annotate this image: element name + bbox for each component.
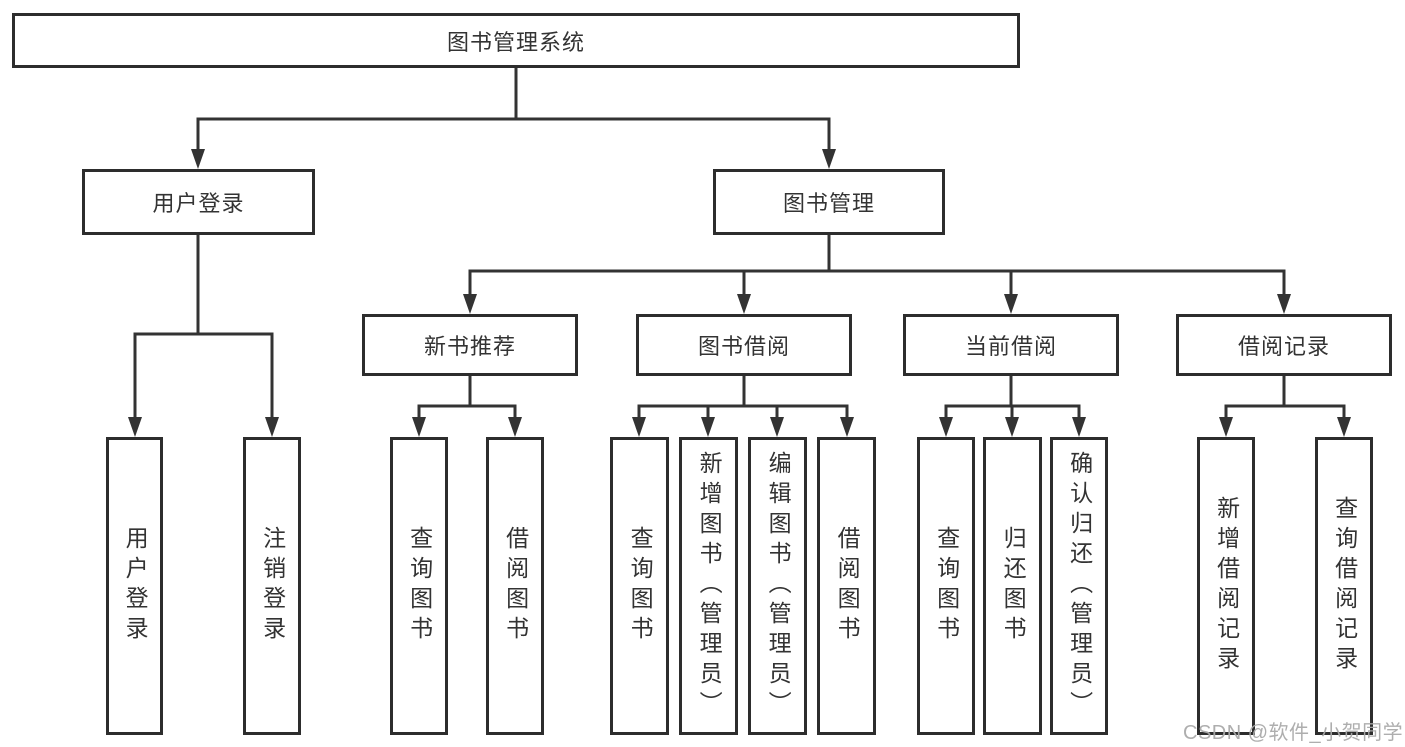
- leaf-current-confirm-return-admin: 确认归还（管理员）: [1050, 437, 1108, 735]
- leaf-borrowing-borrow-books: 借阅图书: [817, 437, 876, 735]
- leaf-recommend-query-books: 查询图书: [390, 437, 448, 735]
- node-new-book-recommend: 新书推荐: [362, 314, 578, 376]
- node-label: 图书借阅: [697, 334, 790, 359]
- leaf-label: 查询图书: [627, 526, 654, 646]
- arrowheads: [128, 149, 1351, 437]
- leaf-label: 确认归还（管理员）: [1066, 451, 1093, 721]
- leaf-label: 借阅图书: [834, 526, 861, 646]
- leaf-label: 查询图书: [406, 526, 433, 646]
- leaf-logout: 注销登录: [243, 437, 301, 735]
- node-current-borrowing: 当前借阅: [903, 314, 1119, 376]
- node-user-login: 用户登录: [82, 169, 315, 235]
- leaf-label: 编辑图书（管理员）: [765, 451, 792, 721]
- node-label: 新书推荐: [423, 334, 516, 359]
- leaf-recommend-borrow-books: 借阅图书: [486, 437, 544, 735]
- node-label: 图书管理系统: [446, 29, 585, 55]
- leaf-label: 借阅图书: [502, 526, 529, 646]
- leaf-records-add-record: 新增借阅记录: [1197, 437, 1255, 735]
- node-label: 借阅记录: [1237, 334, 1330, 359]
- node-label: 当前借阅: [964, 334, 1057, 359]
- leaf-borrowing-query-books: 查询图书: [610, 437, 669, 735]
- csdn-watermark: CSDN @软件_小贺同学: [1183, 722, 1404, 744]
- node-book-borrowing: 图书借阅: [636, 314, 852, 376]
- leaf-borrowing-edit-books-admin: 编辑图书（管理员）: [748, 437, 807, 735]
- leaf-borrowing-add-books-admin: 新增图书（管理员）: [679, 437, 738, 735]
- node-label: 用户登录: [152, 191, 245, 216]
- leaf-label: 注销登录: [259, 526, 286, 646]
- leaf-label: 归还图书: [1000, 526, 1027, 646]
- leaf-label: 查询借阅记录: [1331, 496, 1358, 676]
- leaf-label: 新增图书（管理员）: [696, 451, 723, 721]
- leaf-label: 用户登录: [122, 526, 149, 646]
- leaf-records-query-record: 查询借阅记录: [1315, 437, 1373, 735]
- node-book-management: 图书管理: [713, 169, 945, 235]
- node-label: 图书管理: [782, 191, 875, 216]
- leaf-current-query-books: 查询图书: [917, 437, 975, 735]
- node-borrowing-records: 借阅记录: [1176, 314, 1392, 376]
- leaf-label: 查询图书: [933, 526, 960, 646]
- leaf-label: 新增借阅记录: [1213, 496, 1240, 676]
- leaf-current-return-books: 归还图书: [983, 437, 1042, 735]
- node-library-management-system: 图书管理系统: [12, 13, 1020, 68]
- leaf-user-login: 用户登录: [106, 437, 163, 735]
